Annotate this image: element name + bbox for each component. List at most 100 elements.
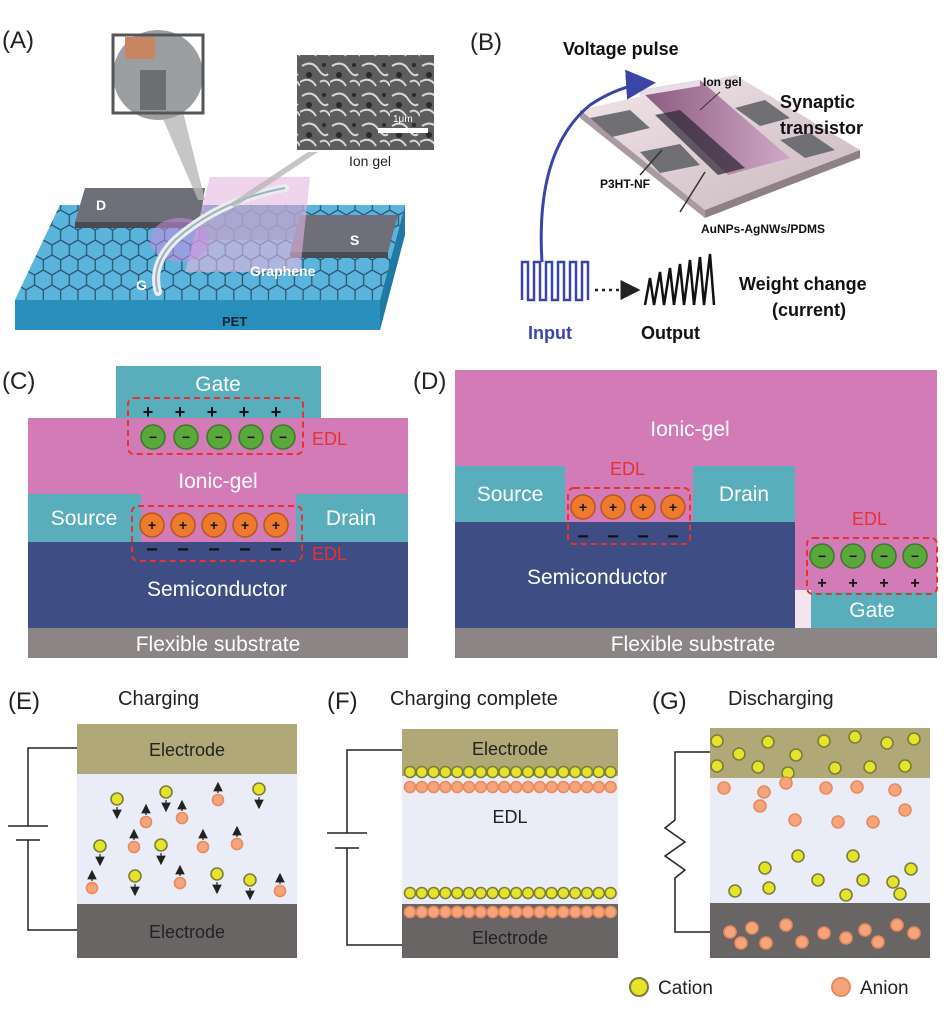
panel-g-letter: (G): [652, 688, 687, 715]
d-cation: [600, 494, 626, 520]
f-top-anion: [415, 780, 429, 794]
f-bottom-cation: [533, 886, 547, 900]
panel-d-letter: (D): [413, 368, 446, 395]
d-anion: [902, 543, 928, 569]
d-cation-sign: +: [609, 500, 617, 515]
g-cation: [893, 887, 907, 901]
c-substrate-label: Flexible substrate: [136, 633, 301, 656]
f-bottom-anion: [557, 905, 570, 919]
f-bottom-cation: [557, 886, 570, 900]
chip-ion-gel: [640, 80, 790, 175]
c-channel-charge: −: [239, 539, 251, 561]
d-edl-label-right: EDL: [852, 509, 887, 529]
c-edl-label-top: EDL: [312, 429, 347, 449]
g-anion: [734, 936, 748, 950]
label-pet: PET: [222, 314, 247, 329]
d-semiconductor-label: Semiconductor: [527, 566, 667, 589]
c-gate: [116, 366, 321, 418]
c-gate-charge: +: [239, 402, 250, 422]
f-top-anion: [533, 780, 547, 794]
c-edl-label-bottom: EDL: [312, 544, 347, 564]
label-ion-gel-a: Ion gel: [349, 153, 391, 169]
e-electrode-bottom-label: Electrode: [149, 922, 225, 942]
c-channel-charge: −: [270, 539, 282, 561]
d-gate-charge: +: [817, 575, 826, 592]
g-cation: [811, 873, 825, 887]
g-cation: [856, 873, 870, 887]
f-circuit: [346, 749, 402, 946]
f-bottom-anion: [486, 905, 499, 919]
f-top-anion: [592, 780, 606, 794]
d-anion-sign: −: [911, 549, 919, 564]
g-circuit: [663, 751, 710, 933]
label-weight2: (current): [772, 300, 846, 320]
label-weight1: Weight change: [739, 274, 867, 294]
c-source-label: Source: [51, 507, 118, 530]
scale-bar: [378, 128, 428, 133]
e-electrode-bottom: [77, 904, 297, 958]
f-top-anion: [462, 780, 476, 794]
e-electrode-top: [77, 724, 297, 774]
d-source-label: Source: [477, 483, 544, 506]
f-bottom-anion: [509, 905, 523, 919]
d-anion-sign: −: [880, 549, 888, 564]
g-anion: [831, 815, 845, 829]
g-anion: [907, 926, 921, 940]
g-cation: [848, 730, 862, 744]
c-cation-sign: +: [241, 518, 249, 533]
label-synaptic: Synaptic: [780, 92, 855, 112]
f-bottom-cation: [462, 886, 476, 900]
sem-image: [297, 55, 434, 150]
f-bottom-cation: [486, 886, 499, 900]
g-cation: [828, 761, 842, 775]
c-ionic-gel-label: Ionic-gel: [178, 470, 257, 493]
c-semiconductor-label: Semiconductor: [147, 578, 287, 601]
d-anion-sign: −: [818, 549, 826, 564]
c-cation-sign: +: [272, 518, 280, 533]
label-ion-gel-b: Ion gel: [703, 75, 742, 89]
f-top-anion: [545, 780, 558, 794]
c-anion: [270, 424, 296, 450]
f-bottom-anion: [604, 905, 617, 919]
d-channel-charge: −: [607, 526, 619, 548]
d-gate-charge: +: [848, 575, 857, 592]
g-anion: [817, 926, 831, 940]
panel-e-title: Charging: [118, 688, 199, 710]
c-anion-sign: −: [215, 430, 223, 445]
c-cation: [201, 512, 227, 538]
c-cation: [263, 512, 289, 538]
f-top-cation: [592, 765, 606, 779]
e-cation: [210, 867, 224, 881]
g-anion: [745, 921, 759, 935]
c-channel-charge: −: [177, 539, 189, 561]
g-cation: [846, 849, 860, 863]
f-top-anion: [403, 780, 417, 794]
panel-a-letter: (A): [2, 27, 34, 54]
f-bottom-cation: [403, 886, 417, 900]
f-top-anion: [521, 780, 535, 794]
c-gate-charge: +: [143, 402, 154, 422]
e-electrode-top-label: Electrode: [149, 740, 225, 760]
f-bottom-cation: [498, 886, 511, 900]
c-channel-charge: −: [146, 539, 158, 561]
f-electrode-bottom-label: Electrode: [472, 928, 548, 948]
g-cation: [839, 888, 853, 902]
f-top-anion: [450, 780, 464, 794]
c-anion-sign: −: [182, 430, 190, 445]
f-bottom-cation: [439, 886, 452, 900]
f-bottom-anion: [450, 905, 464, 919]
f-bottom-cation: [415, 886, 429, 900]
f-top-anion: [568, 780, 582, 794]
e-anion: [196, 840, 210, 854]
g-anion: [753, 799, 767, 813]
d-semiconductor: [455, 522, 795, 628]
d-cation-sign: +: [669, 500, 677, 515]
f-top-anion: [557, 780, 570, 794]
chip-semiconductor: [655, 110, 745, 175]
electrode-d: [75, 188, 205, 222]
f-top-anion: [486, 780, 499, 794]
f-top-anion: [427, 780, 440, 794]
f-bottom-cation: [521, 886, 535, 900]
f-top-anion: [509, 780, 523, 794]
label-p3ht: P3HT-NF: [600, 177, 650, 191]
